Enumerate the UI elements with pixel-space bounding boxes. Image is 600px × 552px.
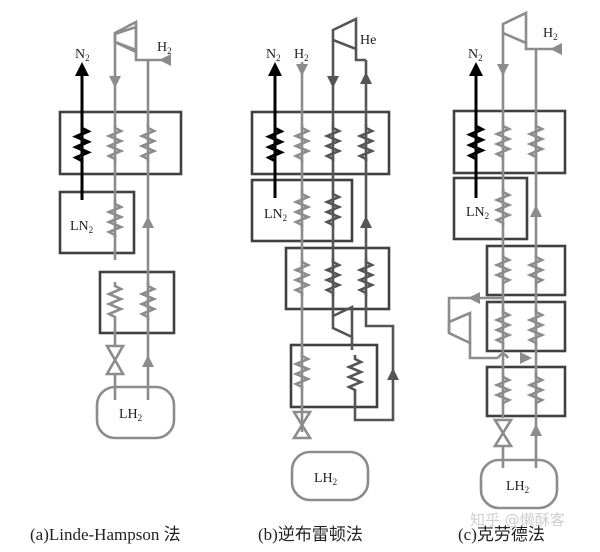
hydrogen-feed-stream — [104, 25, 138, 400]
lh2-label: LH2 — [506, 479, 529, 495]
heat-exchanger-3 — [485, 300, 567, 353]
lh2-tank — [290, 450, 370, 502]
arrow-left-icon — [468, 292, 480, 304]
arrow-up-icon — [142, 355, 154, 367]
nitrogen-stream — [74, 62, 90, 200]
arrow-up-icon — [360, 216, 372, 228]
caption-b: (b)逆布雷顿法 — [258, 525, 363, 544]
expander-icon — [447, 311, 472, 346]
ln2-label: LN2 — [264, 207, 287, 223]
he-label: He — [360, 33, 376, 48]
arrow-down-icon — [497, 64, 509, 76]
lh2-label: LH2 — [119, 407, 142, 423]
n2-label: N2 — [266, 47, 281, 63]
arrow-up-icon — [387, 368, 399, 380]
ln2-precooler — [58, 190, 136, 255]
helium-loop — [325, 16, 399, 422]
arrow-up-icon — [142, 216, 154, 228]
arrow-up-icon — [530, 205, 542, 217]
lh2-tank — [479, 458, 559, 510]
h2-label: H2 — [543, 26, 558, 42]
valve-icon — [104, 344, 126, 363]
arrow-down-icon — [296, 64, 308, 76]
nitrogen-stream — [267, 62, 283, 198]
valve-icon — [492, 418, 514, 436]
heat-exchanger-4 — [485, 365, 567, 418]
hydrogen-return-stream — [524, 43, 562, 468]
panel-c-claude: LH2 N2 H2 LN2 (c)克劳德法 知乎 @懒酥客 — [447, 10, 567, 544]
ln2-label: LN2 — [70, 219, 93, 235]
expander-loop — [447, 292, 532, 364]
heat-exchanger-1 — [250, 110, 391, 176]
heat-exchanger-2 — [98, 270, 176, 335]
arrow-up-icon — [268, 62, 282, 76]
n2-label: N2 — [468, 47, 483, 63]
panel-b-reverse-brayton: LH2 N2 H2 He LN2 (b)逆布雷顿法 — [250, 16, 399, 544]
arrow-up-icon — [530, 424, 542, 436]
valve-icon — [291, 410, 313, 428]
h2-label: H2 — [294, 47, 309, 63]
arrow-left-icon — [550, 43, 562, 55]
caption-c: (c)克劳德法 — [458, 525, 545, 544]
lh2-tank — [95, 385, 176, 440]
expander-icon — [331, 304, 354, 340]
watermark: 知乎 @懒酥客 — [470, 511, 565, 529]
heat-exchanger-3 — [289, 343, 379, 409]
panel-a-linde-hampson: LH2 N2 H2 LN2 (a)Linde-Hampson 法 — [30, 19, 183, 544]
arrow-up-icon — [469, 62, 483, 76]
hydrogen-feed-stream — [492, 10, 528, 468]
arrow-right-icon — [520, 352, 532, 364]
compressor-icon — [501, 10, 528, 45]
arrow-down-icon — [327, 76, 339, 88]
h2-label: H2 — [157, 40, 172, 56]
ln2-precooler — [452, 176, 529, 241]
heat-exchanger-1 — [452, 109, 567, 175]
ln2-label: LN2 — [466, 205, 489, 221]
heat-exchanger-2 — [284, 246, 391, 311]
lh2-label: LH2 — [314, 471, 337, 487]
heat-exchanger-2 — [485, 244, 567, 297]
arrow-up-icon — [360, 72, 372, 84]
compressor-icon — [331, 16, 358, 51]
heat-exchanger-1 — [58, 110, 183, 176]
n2-label: N2 — [75, 47, 90, 63]
nitrogen-stream — [468, 62, 484, 198]
hydrogen-return-stream — [134, 52, 171, 400]
arrow-up-icon — [75, 62, 89, 76]
arrow-down-icon — [109, 76, 121, 88]
arrow-left-icon — [159, 54, 171, 66]
hydrogen-feed-stream — [291, 62, 313, 440]
caption-a: (a)Linde-Hampson 法 — [30, 525, 181, 544]
